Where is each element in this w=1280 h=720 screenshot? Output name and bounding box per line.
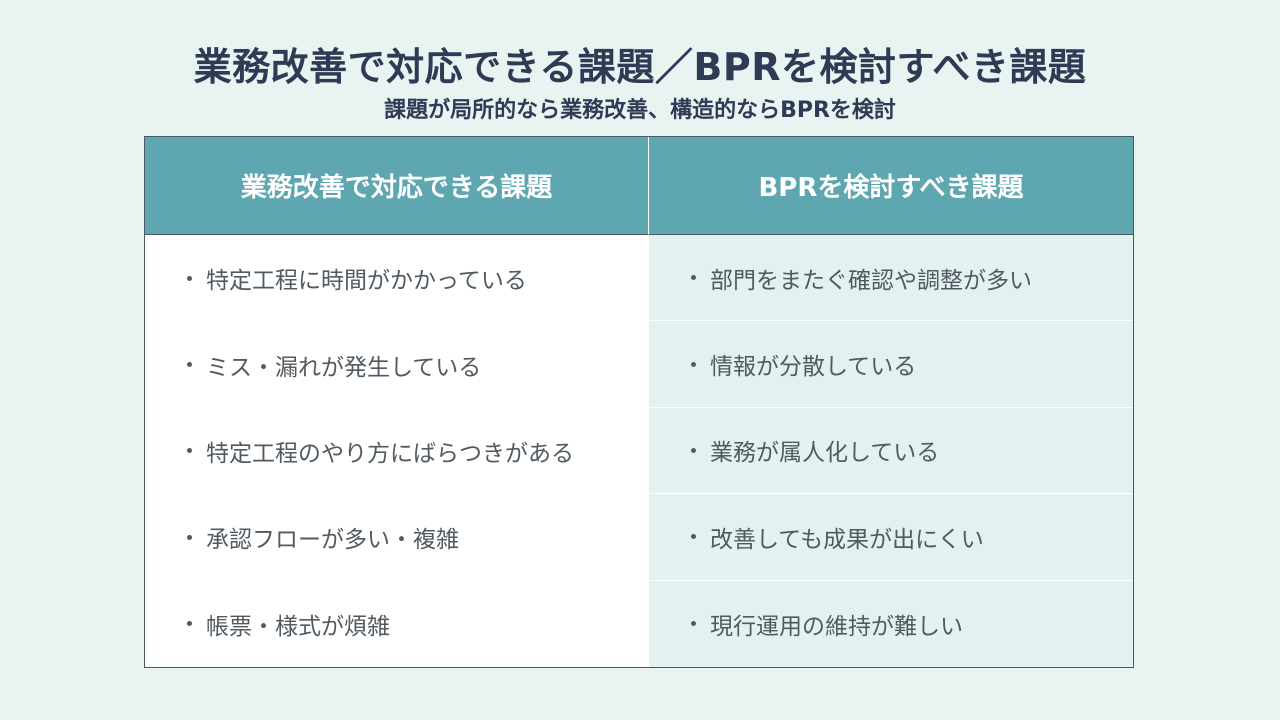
header-bpr: BPRを検討すべき課題 <box>649 137 1133 235</box>
bullet-icon <box>187 275 192 281</box>
bullet-icon <box>187 362 192 368</box>
page-subtitle: 課題が局所的なら業務改善、構造的ならBPRを検討 <box>384 98 896 123</box>
business-improvement-column: 特定工程に時間がかかっている ミス・漏れが発生している 特定工程のやり方にばらつ… <box>145 235 649 667</box>
list-item-text: 帳票・様式が煩雑 <box>206 613 390 640</box>
list-item: 業務が属人化している <box>649 408 1133 495</box>
list-item: 特定工程のやり方にばらつきがある <box>145 408 649 494</box>
bullet-icon <box>187 448 192 454</box>
list-item-text: 情報が分散している <box>710 354 917 381</box>
list-item: ミス・漏れが発生している <box>145 321 649 407</box>
list-item: 部門をまたぐ確認や調整が多い <box>649 235 1133 322</box>
header-business-improvement: 業務改善で対応できる課題 <box>145 137 649 235</box>
list-item-text: 特定工程に時間がかかっている <box>206 268 527 295</box>
bullet-icon <box>691 275 696 281</box>
list-item: 改善しても成果が出にくい <box>649 494 1133 581</box>
list-item-text: 業務が属人化している <box>710 440 940 467</box>
list-item: 特定工程に時間がかかっている <box>145 235 649 321</box>
list-item-text: 承認フローが多い・複雑 <box>206 527 459 554</box>
list-item-text: 特定工程のやり方にばらつきがある <box>206 440 574 467</box>
page-title: 業務改善で対応できる課題／BPRを検討すべき課題 <box>193 45 1087 89</box>
list-item-text: ミス・漏れが発生している <box>206 354 482 381</box>
list-item: 承認フローが多い・複雑 <box>145 494 649 580</box>
list-item: 帳票・様式が煩雑 <box>145 581 649 667</box>
bullet-icon <box>691 534 696 540</box>
list-item-text: 改善しても成果が出にくい <box>710 526 984 553</box>
list-item-text: 部門をまたぐ確認や調整が多い <box>710 267 1032 294</box>
bullet-icon <box>691 447 696 453</box>
bullet-icon <box>691 621 696 627</box>
bullet-icon <box>691 361 696 367</box>
comparison-table: 業務改善で対応できる課題 BPRを検討すべき課題 特定工程に時間がかかっている … <box>144 136 1134 668</box>
list-item-text: 現行運用の維持が難しい <box>710 613 963 640</box>
list-item: 現行運用の維持が難しい <box>649 581 1133 667</box>
list-item: 情報が分散している <box>649 321 1133 408</box>
bpr-column: 部門をまたぐ確認や調整が多い 情報が分散している 業務が属人化している 改善して… <box>649 235 1133 667</box>
bullet-icon <box>187 621 192 627</box>
bullet-icon <box>187 534 192 540</box>
